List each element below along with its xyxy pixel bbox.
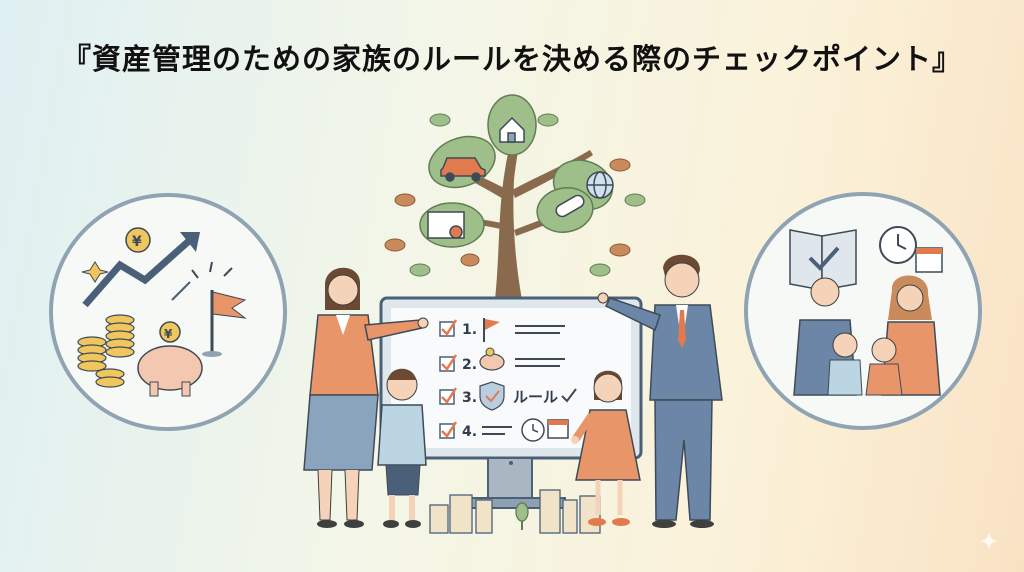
svg-text:¥: ¥ [132, 234, 142, 250]
boy-figure [377, 368, 427, 528]
checklist: 1. 2. 3. ル [439, 318, 577, 442]
diploma-icon [555, 194, 585, 218]
rule-check-icon [561, 388, 577, 403]
page-title: 『資産管理のための家族のルールを決める際のチェックポイント』 [61, 42, 962, 76]
calendar-icon [547, 419, 569, 439]
checklist-number-3: 3. [462, 390, 477, 406]
clock-icon [879, 226, 917, 264]
piggy-bank-icon [479, 347, 505, 371]
shield-check-icon [479, 381, 505, 411]
family-group [793, 275, 941, 396]
flag-icon [483, 318, 500, 342]
goal-flag-icon [202, 290, 247, 357]
yen-coin-icon: ¥ [125, 227, 151, 253]
sparkle-watermark-icon [980, 532, 998, 550]
piggy-bank-icon: ¥ [137, 321, 203, 397]
monitor [379, 296, 643, 509]
checklist-number-1: 1. [462, 322, 477, 338]
checklist-row-4: 4. [439, 418, 569, 442]
checklist-number-4: 4. [462, 424, 477, 440]
checklist-row-1: 1. [439, 318, 565, 342]
sparkle-icon [81, 261, 109, 283]
checklist-number-2: 2. [462, 357, 477, 373]
trend-arrow-icon [82, 232, 200, 308]
car-icon [440, 157, 486, 182]
family-circle [744, 192, 982, 430]
rule-label: ルール [513, 388, 558, 406]
globe-icon [586, 171, 614, 199]
calendar-icon [915, 247, 943, 273]
city-skyline [429, 489, 601, 534]
money-tree [384, 94, 646, 300]
mother-figure [303, 267, 429, 528]
father-figure [597, 254, 723, 528]
house-icon [499, 116, 525, 143]
finance-circle: ¥ ¥ [49, 193, 287, 431]
checklist-row-3: 3. ルール [439, 381, 577, 411]
checklist-row-2: 2. [439, 347, 565, 373]
svg-text:¥: ¥ [164, 327, 173, 341]
coin-stack-icon [77, 314, 135, 388]
clock-icon [521, 418, 545, 442]
certificate-icon [427, 211, 465, 239]
book-icon [789, 229, 857, 291]
girl-figure [571, 370, 641, 526]
